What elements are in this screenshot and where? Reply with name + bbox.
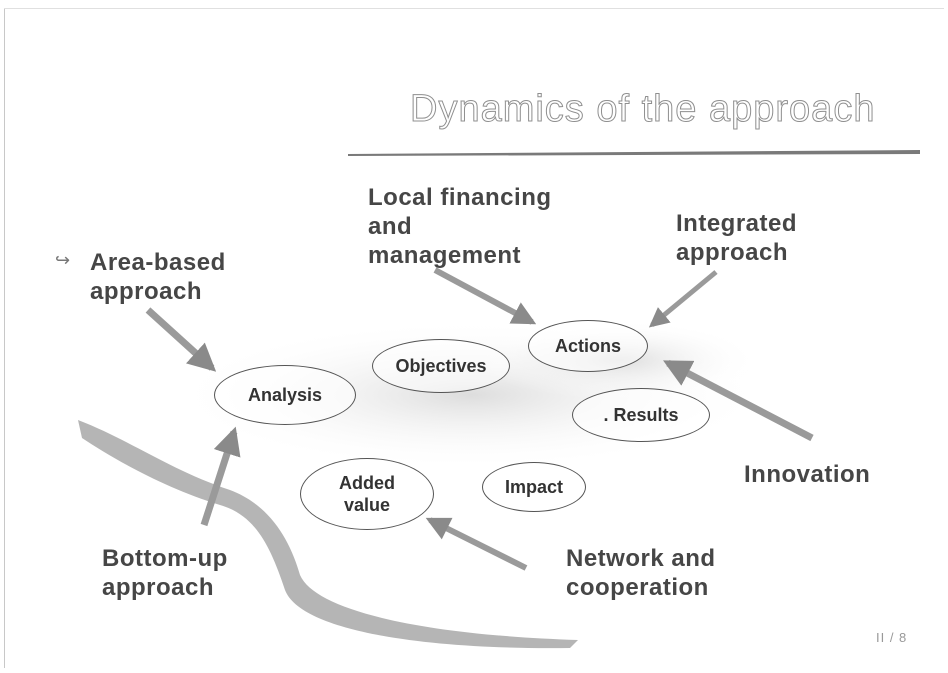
arrow-financing-to-actions xyxy=(433,267,537,325)
page-number: II / 8 xyxy=(876,630,908,645)
river-ribbon xyxy=(78,420,578,649)
node-actions: Actions xyxy=(528,320,648,372)
slide-title: Dynamics of the approach xyxy=(410,88,876,131)
arrow-innovation-to-actions xyxy=(663,359,814,442)
slide-border-top xyxy=(4,8,944,9)
slide-border-left xyxy=(4,8,5,668)
node-analysis: Analysis xyxy=(214,365,356,425)
arrow-integrated-to-actions xyxy=(648,270,718,328)
label-local-financing: Local financing and management xyxy=(368,184,552,269)
arrow-area-to-analysis xyxy=(145,307,217,372)
node-results: . Results xyxy=(572,388,710,442)
label-integrated-approach: Integrated approach xyxy=(676,210,798,266)
label-network-cooperation: Network and cooperation xyxy=(566,545,716,601)
arrow-bottomup-to-analysis xyxy=(200,426,241,527)
node-added-value: Added value xyxy=(300,458,434,530)
arrow-network-to-added-value xyxy=(425,517,528,571)
node-objectives: Objectives xyxy=(372,339,510,393)
title-underline xyxy=(348,150,920,156)
hooked-arrow-icon: ↪ xyxy=(55,250,71,270)
node-impact: Impact xyxy=(482,462,586,512)
label-bottom-up-approach: Bottom-up approach xyxy=(102,545,228,601)
label-innovation: Innovation xyxy=(744,461,871,488)
label-area-based-approach: Area-based approach xyxy=(90,249,226,305)
